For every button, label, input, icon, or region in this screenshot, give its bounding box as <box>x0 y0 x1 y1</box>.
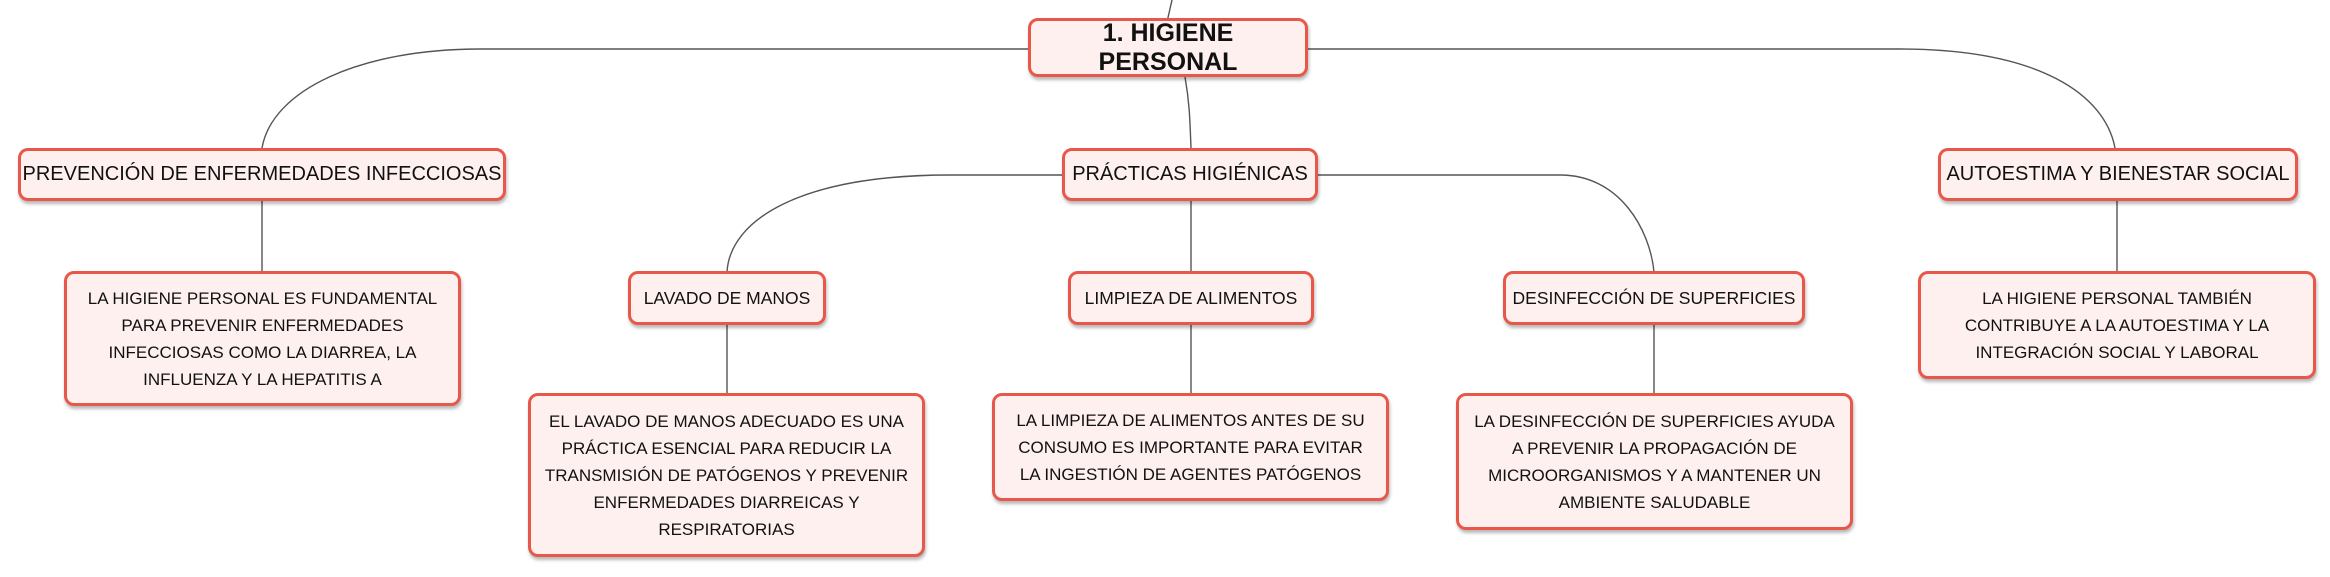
detail-node-text: EL LAVADO DE MANOS ADECUADO ES UNA PRÁCT… <box>544 411 909 539</box>
detail-node-lavado-de-manos[interactable]: EL LAVADO DE MANOS ADECUADO ES UNA PRÁCT… <box>528 393 925 557</box>
subtopic-node-lavado-de-manos[interactable]: LAVADO DE MANOS <box>628 271 826 325</box>
subtopic-node-label: DESINFECCIÓN DE SUPERFICIES <box>1512 287 1796 308</box>
detail-node-prevencion[interactable]: LA HIGIENE PERSONAL ES FUNDAMENTAL PARA … <box>64 271 461 406</box>
connector-root-prevencion <box>261 48 1030 149</box>
connector-root-autoestima <box>1305 48 2116 149</box>
topic-node-prevencion[interactable]: PREVENCIÓN DE ENFERMEDADES INFECCIOSAS <box>18 148 506 201</box>
subtopic-node-label: LAVADO DE MANOS <box>643 287 811 308</box>
detail-node-desinfeccion-de-superficies[interactable]: LA DESINFECCIÓN DE SUPERFICIES AYUDA A P… <box>1456 393 1853 530</box>
root-node-label: 1. HIGIENE PERSONAL <box>1098 18 1238 76</box>
detail-node-limpieza-de-alimentos[interactable]: LA LIMPIEZA DE ALIMENTOS ANTES DE SU CON… <box>992 393 1389 501</box>
topic-node-label: PREVENCIÓN DE ENFERMEDADES INFECCIOSAS <box>22 163 502 185</box>
subtopic-node-desinfeccion-de-superficies[interactable]: DESINFECCIÓN DE SUPERFICIES <box>1503 271 1805 325</box>
topic-node-practicas[interactable]: PRÁCTICAS HIGIÉNICAS <box>1062 148 1318 201</box>
topic-node-autoestima[interactable]: AUTOESTIMA Y BIENESTAR SOCIAL <box>1938 148 2298 201</box>
detail-node-text: LA DESINFECCIÓN DE SUPERFICIES AYUDA A P… <box>1474 411 1835 512</box>
root-node-higiene-personal[interactable]: 1. HIGIENE PERSONAL <box>1028 18 1308 77</box>
subtopic-node-limpieza-de-alimentos[interactable]: LIMPIEZA DE ALIMENTOS <box>1068 271 1314 325</box>
detail-node-autoestima[interactable]: LA HIGIENE PERSONAL TAMBIÉN CONTRIBUYE A… <box>1918 271 2316 379</box>
topic-node-label: AUTOESTIMA Y BIENESTAR SOCIAL <box>1946 163 2290 185</box>
detail-node-text: LA LIMPIEZA DE ALIMENTOS ANTES DE SU CON… <box>1016 410 1365 484</box>
connector-root-practicas <box>1184 76 1192 149</box>
detail-node-text: LA HIGIENE PERSONAL TAMBIÉN CONTRIBUYE A… <box>1964 288 2270 362</box>
connector-practicas-lavado <box>726 174 1062 273</box>
detail-node-text: LA HIGIENE PERSONAL ES FUNDAMENTAL PARA … <box>87 288 438 389</box>
topic-node-label: PRÁCTICAS HIGIÉNICAS <box>1072 163 1308 185</box>
subtopic-node-label: LIMPIEZA DE ALIMENTOS <box>1084 287 1298 308</box>
connector-practicas-desinfeccion <box>1316 174 1655 273</box>
